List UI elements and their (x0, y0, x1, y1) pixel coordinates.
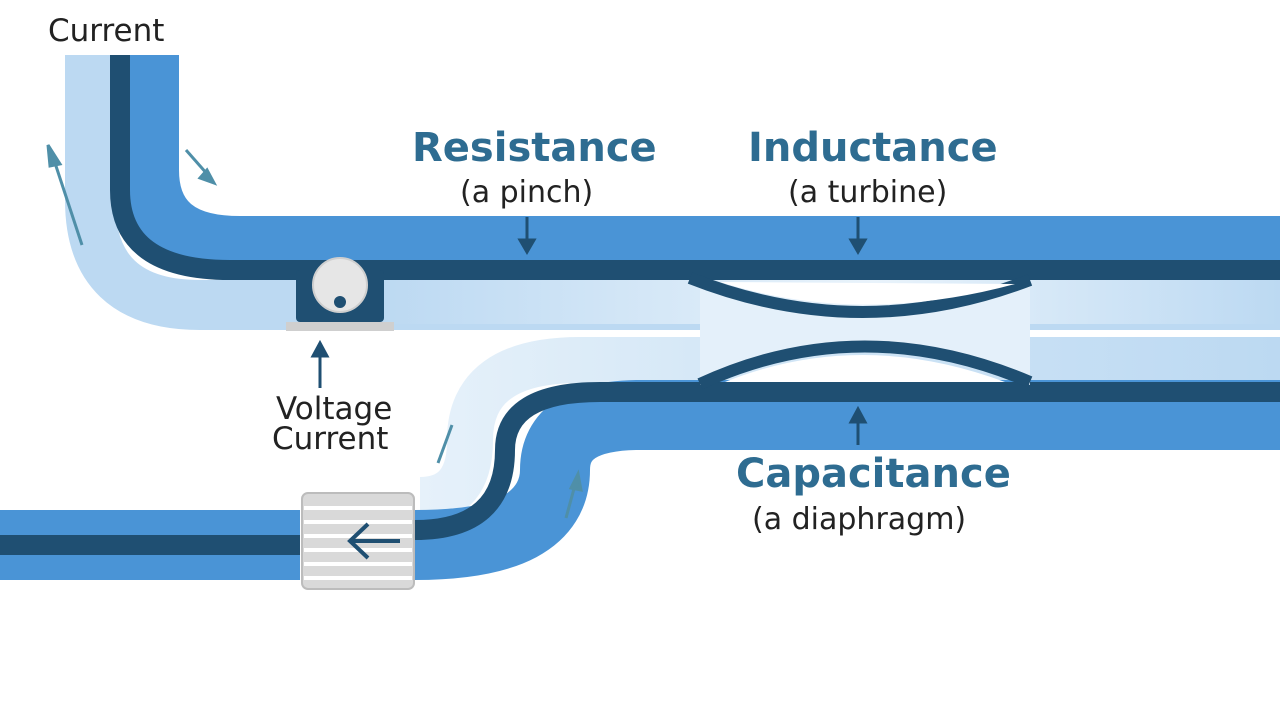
voltage-source-hub (334, 296, 346, 308)
top-pipe-dark-stripe (110, 55, 1280, 280)
voltage-source-base (286, 322, 394, 331)
flow-arrows (46, 144, 583, 519)
voltage-current-label: Current (272, 421, 389, 457)
capacitance-subtitle: (a diaphragm) (752, 502, 967, 537)
inductance-subtitle: (a turbine) (788, 175, 948, 210)
top-pipe-light-band (65, 55, 1280, 330)
diaphragm-lower-curve (697, 340, 1033, 390)
resistance-subtitle: (a pinch) (460, 175, 594, 210)
diaphragm-upper-curve (687, 272, 1033, 318)
bottom-pipe-blue-band-right (414, 380, 1280, 580)
bottom-pipe-dark-stripe (0, 382, 1280, 555)
voltage-source-rotor (312, 257, 368, 313)
voltage-label: Voltage (276, 391, 393, 427)
top-pipe-blue-band (121, 55, 1280, 274)
capacitance-title: Capacitance (736, 451, 1011, 497)
bottom-pipe-light-band (418, 337, 1280, 523)
resistance-title: Resistance (412, 125, 657, 171)
left-arrow-icon (347, 522, 400, 560)
diaphragm-white-inner-lower (725, 355, 1005, 382)
pointer-arrows (310, 217, 868, 445)
top-left-current-label: Current (48, 13, 165, 49)
inductance-title: Inductance (748, 125, 998, 171)
diaphragm-white-inner (720, 282, 1015, 305)
